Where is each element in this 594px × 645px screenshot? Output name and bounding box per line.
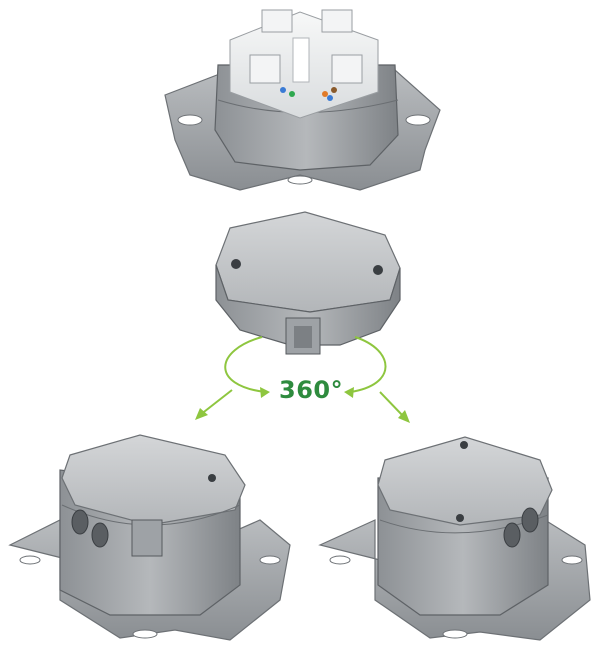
cover-top-right — [377, 436, 553, 526]
cover-top-left — [61, 434, 246, 526]
shield-cover — [215, 211, 401, 355]
plate-slot — [405, 114, 431, 126]
arrow-left-down — [195, 389, 233, 420]
plate-slot — [329, 555, 351, 565]
cover-skirt — [215, 264, 401, 346]
assembled-module-left — [8, 434, 291, 641]
plate-slot — [259, 555, 281, 565]
screw-hole — [231, 259, 241, 269]
plate-slot — [132, 629, 158, 639]
screw-hole — [373, 265, 383, 275]
plate-slot — [442, 629, 468, 639]
terminal-block — [321, 9, 353, 33]
cover-top-face — [215, 211, 401, 313]
wire-contact — [280, 87, 286, 93]
center-label — [292, 37, 310, 83]
wire-contact — [322, 91, 328, 97]
arrow-right-down — [379, 391, 410, 423]
open-socket-module — [164, 9, 441, 191]
screw-hole — [460, 441, 468, 449]
screw-hole — [208, 474, 216, 482]
plate-slot — [177, 114, 203, 126]
plate-slot — [287, 175, 313, 185]
cable-entry — [71, 509, 89, 535]
wire-contact — [331, 87, 337, 93]
assembled-module-right — [318, 436, 591, 641]
cable-entry — [521, 507, 539, 533]
screw-hole — [456, 514, 464, 522]
plate-slot — [19, 555, 41, 565]
terminal-block — [261, 9, 293, 33]
rotation-arrow — [224, 336, 387, 398]
terminal-block — [331, 54, 363, 84]
cover-clip — [131, 519, 163, 557]
cable-entry — [91, 522, 109, 548]
terminal-block — [249, 54, 281, 84]
wire-contact — [327, 95, 333, 101]
rotation-label: 360° — [279, 376, 344, 404]
plate-slot — [561, 555, 583, 565]
cable-entry — [503, 522, 521, 548]
wire-contact — [289, 91, 295, 97]
